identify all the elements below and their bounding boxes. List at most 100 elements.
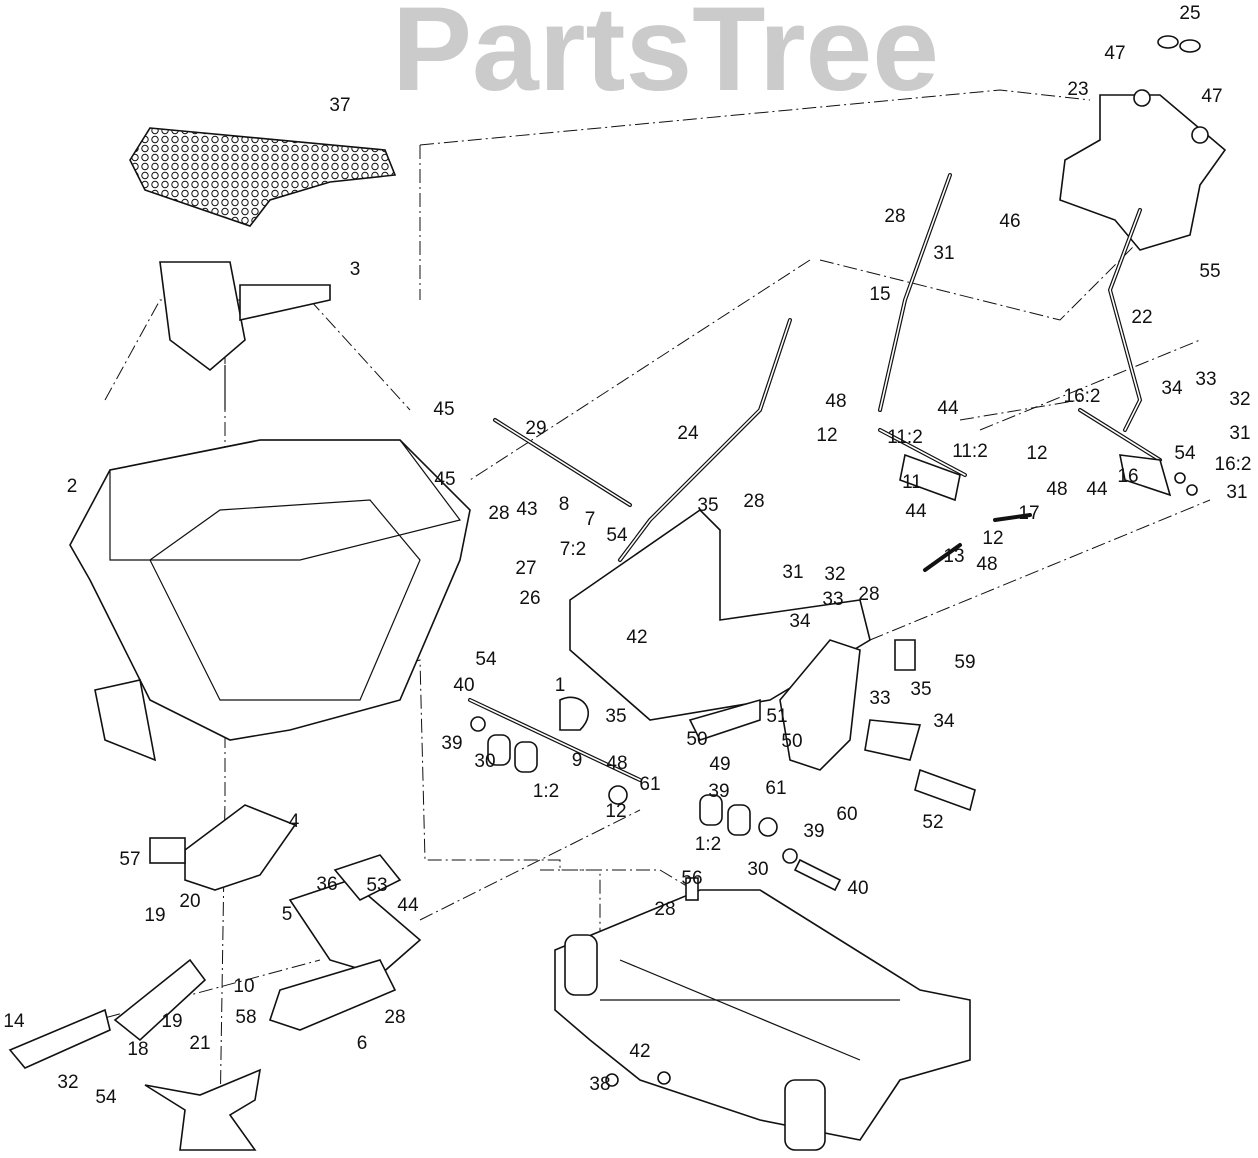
callout-45: 45 (434, 469, 455, 490)
callout-21: 21 (189, 1033, 210, 1054)
callout-50: 50 (781, 731, 802, 752)
callout-39: 39 (803, 821, 824, 842)
callout-26: 26 (519, 588, 540, 609)
callout-11-2: 11:2 (887, 427, 923, 448)
control-rods (468, 173, 1162, 782)
callout-48: 48 (606, 753, 627, 774)
callout-39: 39 (441, 733, 462, 754)
callout-11: 11 (902, 472, 922, 493)
callout-31: 31 (1229, 423, 1250, 444)
callout-1-2: 1:2 (695, 834, 721, 855)
callout-28: 28 (743, 491, 764, 512)
callout-58: 58 (235, 1007, 256, 1028)
callout-8: 8 (559, 494, 570, 515)
callout-31: 31 (1226, 482, 1247, 503)
part-console-23 (1059, 94, 1227, 251)
callout-48: 48 (1046, 479, 1067, 500)
callout-12: 12 (982, 528, 1003, 549)
callout-27: 27 (515, 558, 536, 579)
callout-7-2: 7:2 (560, 539, 586, 560)
part-motor-3 (159, 261, 331, 410)
callout-20: 20 (179, 891, 200, 912)
callout-19: 19 (161, 1011, 182, 1032)
callout-2: 2 (67, 476, 78, 497)
callout-49: 49 (709, 754, 730, 775)
callout-16-2: 16:2 (1064, 386, 1101, 407)
callout-13: 13 (943, 546, 964, 567)
callout-9: 9 (572, 750, 583, 771)
callout-19: 19 (144, 905, 165, 926)
callout-28: 28 (488, 503, 509, 524)
callout-1: 1 (555, 675, 566, 696)
callout-14: 14 (3, 1011, 25, 1032)
part-frame-1 (559, 508, 871, 771)
callout-12: 12 (1026, 443, 1047, 464)
callout-22: 22 (1131, 307, 1152, 328)
callout-47: 47 (1104, 43, 1125, 64)
callout-61: 61 (765, 778, 786, 799)
callout-51: 51 (766, 706, 787, 727)
callout-35: 35 (910, 679, 931, 700)
callout-60: 60 (836, 804, 857, 825)
callout-16-2: 16:2 (1215, 454, 1252, 475)
callout-30: 30 (747, 859, 768, 880)
callout-31: 31 (933, 243, 954, 264)
callout-23: 23 (1067, 79, 1088, 100)
callout-57: 57 (119, 849, 140, 870)
callout-53: 53 (366, 875, 387, 896)
callout-44: 44 (1086, 479, 1108, 500)
callout-4: 4 (289, 811, 300, 832)
callout-48: 48 (976, 554, 997, 575)
callout-30: 30 (474, 751, 495, 772)
callout-42: 42 (629, 1041, 650, 1062)
callout-55: 55 (1199, 261, 1220, 282)
callout-25: 25 (1179, 3, 1200, 24)
callout-61: 61 (639, 774, 660, 795)
part-hopper-2 (69, 439, 471, 762)
callout-32: 32 (1229, 389, 1250, 410)
callout-15: 15 (869, 284, 890, 305)
callout-10: 10 (233, 976, 254, 997)
callout-6: 6 (357, 1033, 368, 1054)
callout-33: 33 (822, 589, 843, 610)
callout-52: 52 (922, 812, 943, 833)
callout-1-2: 1:2 (533, 781, 559, 802)
small-parts (470, 453, 1198, 892)
callout-54: 54 (95, 1087, 117, 1108)
callout-28: 28 (654, 899, 675, 920)
callout-46: 46 (999, 211, 1020, 232)
callout-12: 12 (816, 425, 837, 446)
part-knobs-25 (1157, 35, 1201, 53)
callout-39: 39 (708, 781, 729, 802)
callout-34: 34 (1161, 378, 1183, 399)
callout-17: 17 (1018, 503, 1039, 524)
callout-3: 3 (350, 259, 361, 280)
callout-54: 54 (606, 525, 628, 546)
callout-54: 54 (475, 649, 497, 670)
callout-32: 32 (57, 1072, 78, 1093)
callout-28: 28 (384, 1007, 405, 1028)
callout-29: 29 (525, 418, 546, 439)
callout-43: 43 (516, 499, 537, 520)
callout-18: 18 (127, 1039, 148, 1060)
callout-28: 28 (858, 584, 879, 605)
lower-gate-parts (8, 804, 422, 1151)
callout-50: 50 (686, 729, 707, 750)
base-frame-phantom (554, 877, 971, 1151)
callout-35: 35 (605, 706, 626, 727)
callout-38: 38 (589, 1074, 610, 1095)
callout-48: 48 (825, 391, 846, 412)
callout-24: 24 (677, 423, 699, 444)
callout-31: 31 (782, 562, 803, 583)
callout-34: 34 (933, 711, 955, 732)
watermark: PartsTree (392, 0, 939, 116)
callout-7: 7 (585, 509, 596, 530)
callout-11-2: 11:2 (952, 441, 988, 462)
callout-35: 35 (697, 495, 718, 516)
callout-42: 42 (626, 627, 647, 648)
callout-54: 54 (1174, 443, 1196, 464)
callout-59: 59 (954, 652, 975, 673)
